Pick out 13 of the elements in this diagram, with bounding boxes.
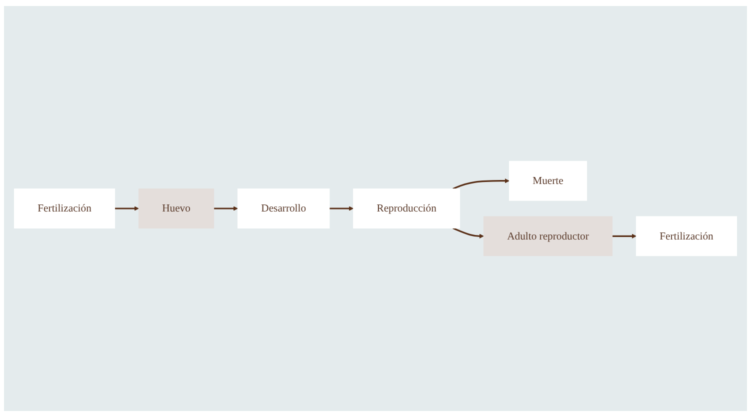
arrow — [329, 206, 354, 211]
node-box: Reproducción — [353, 188, 460, 228]
arrow — [114, 206, 139, 211]
node-box: Desarrollo — [238, 188, 330, 228]
arrow — [214, 206, 238, 211]
node-box: Fertilización — [636, 216, 737, 256]
node-box: Muerte — [509, 160, 588, 201]
node-box: Fertilización — [14, 188, 116, 228]
arrow — [452, 227, 484, 238]
node-box: Huevo — [138, 188, 214, 228]
arrow — [612, 234, 636, 238]
node-box: Adulto reproductor — [483, 216, 613, 256]
arrow — [452, 178, 510, 190]
